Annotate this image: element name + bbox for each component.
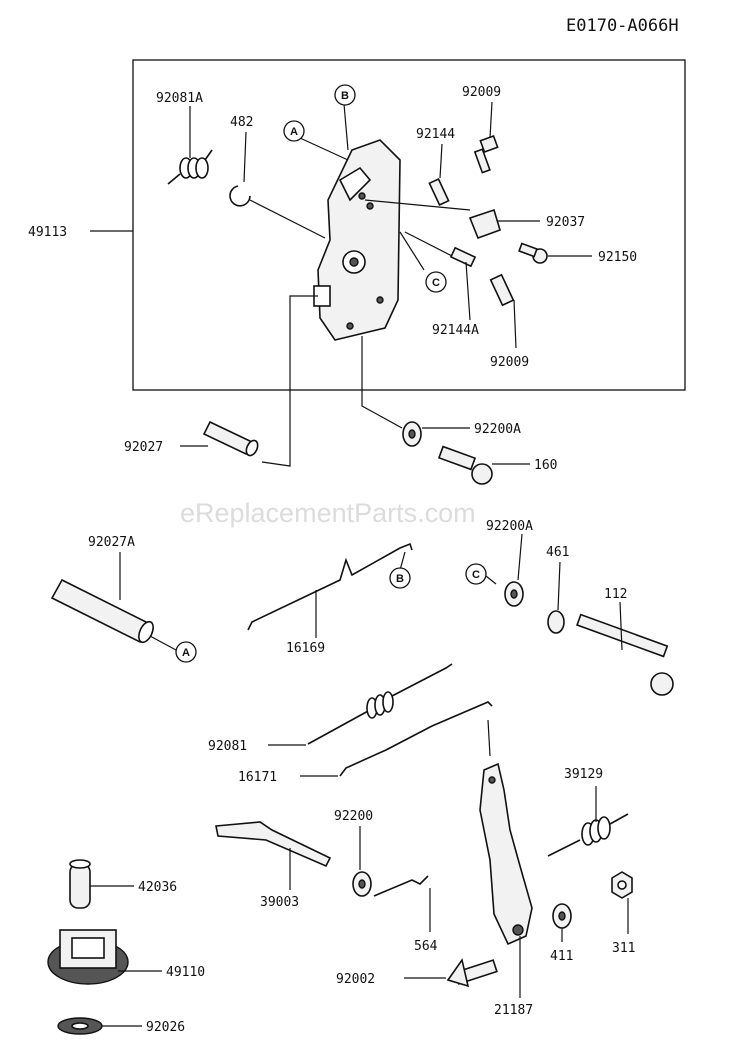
label-21187[interactable]: 21187 <box>494 1003 533 1018</box>
svg-text:C: C <box>432 277 440 289</box>
washer-92200[interactable] <box>352 871 372 897</box>
label-92002[interactable]: 92002 <box>336 972 375 987</box>
ref-marker-b-top: B <box>334 84 356 106</box>
bolt-112[interactable] <box>576 613 674 696</box>
collar-92027A[interactable] <box>50 578 156 645</box>
lever-21187[interactable] <box>479 762 533 946</box>
label-92144A[interactable]: 92144A <box>432 323 479 338</box>
label-92027A[interactable]: 92027A <box>88 535 135 550</box>
label-92026[interactable]: 92026 <box>146 1020 185 1035</box>
bolt-92009-lower[interactable] <box>489 273 515 307</box>
screw-92150[interactable] <box>518 242 548 264</box>
ref-marker-b-lower: B <box>389 567 411 589</box>
diagram-code: E0170-A066H <box>566 16 679 36</box>
label-92009-top[interactable]: 92009 <box>462 85 501 100</box>
spring-92081A[interactable] <box>167 149 213 185</box>
watermark: eReplacementParts.com <box>180 498 476 528</box>
washer-92200A-right[interactable] <box>504 581 524 607</box>
cap-42036[interactable] <box>69 859 91 909</box>
label-92200A-lower[interactable]: 92200A <box>486 519 533 534</box>
svg-text:B: B <box>341 90 349 102</box>
label-42036[interactable]: 42036 <box>138 880 177 895</box>
label-16171[interactable]: 16171 <box>238 770 277 785</box>
label-92150[interactable]: 92150 <box>598 250 637 265</box>
spring-92081[interactable] <box>307 663 453 745</box>
clip-92037[interactable] <box>468 208 501 240</box>
bolt-92002[interactable] <box>446 958 498 988</box>
label-16169[interactable]: 16169 <box>286 641 325 656</box>
bolt-160[interactable] <box>437 445 493 485</box>
label-482[interactable]: 482 <box>230 115 253 130</box>
rod-16169[interactable] <box>247 542 413 631</box>
label-461[interactable]: 461 <box>546 545 569 560</box>
spring-92144A[interactable] <box>449 246 477 268</box>
spring-39129[interactable] <box>547 813 629 857</box>
ref-marker-c-lower: C <box>465 563 487 585</box>
svg-text:A: A <box>182 647 190 659</box>
label-92027[interactable]: 92027 <box>124 440 163 455</box>
pin-564[interactable] <box>373 875 429 897</box>
link-39003[interactable] <box>215 821 332 868</box>
svg-text:A: A <box>290 126 298 138</box>
label-564[interactable]: 564 <box>414 939 438 954</box>
washer-461[interactable] <box>547 610 565 634</box>
bolt-92009-top[interactable] <box>473 134 499 174</box>
svg-text:C: C <box>472 569 480 581</box>
label-39003[interactable]: 39003 <box>260 895 299 910</box>
ref-marker-a-top: A <box>283 120 305 142</box>
ref-marker-c-top: C <box>425 271 447 293</box>
label-92144[interactable]: 92144 <box>416 127 455 142</box>
collar-92027[interactable] <box>202 420 260 457</box>
label-92009-lower[interactable]: 92009 <box>490 355 529 370</box>
nut-311[interactable] <box>611 871 633 899</box>
label-112[interactable]: 112 <box>604 587 627 602</box>
clip-482[interactable] <box>229 185 251 207</box>
washer-411[interactable] <box>552 903 572 929</box>
label-92200A-upper[interactable]: 92200A <box>474 422 521 437</box>
label-49110[interactable]: 49110 <box>166 965 205 980</box>
assembly-frame <box>132 59 686 391</box>
label-92037[interactable]: 92037 <box>546 215 585 230</box>
label-49113[interactable]: 49113 <box>28 225 67 240</box>
label-411[interactable]: 411 <box>550 949 573 964</box>
label-39129[interactable]: 39129 <box>564 767 603 782</box>
label-92200[interactable]: 92200 <box>334 809 373 824</box>
label-92081[interactable]: 92081 <box>208 739 247 754</box>
label-160[interactable]: 160 <box>534 458 557 473</box>
washer-92026[interactable] <box>57 1017 103 1035</box>
label-92081A[interactable]: 92081A <box>156 91 203 106</box>
svg-text:B: B <box>396 573 404 585</box>
control-bracket[interactable] <box>313 139 401 341</box>
gear-49110[interactable] <box>47 929 129 985</box>
rod-16171[interactable] <box>339 701 493 777</box>
label-311[interactable]: 311 <box>612 941 635 956</box>
ref-marker-a-lower: A <box>175 641 197 663</box>
washer-92200A[interactable] <box>402 421 422 447</box>
spring-92144[interactable] <box>428 177 450 207</box>
